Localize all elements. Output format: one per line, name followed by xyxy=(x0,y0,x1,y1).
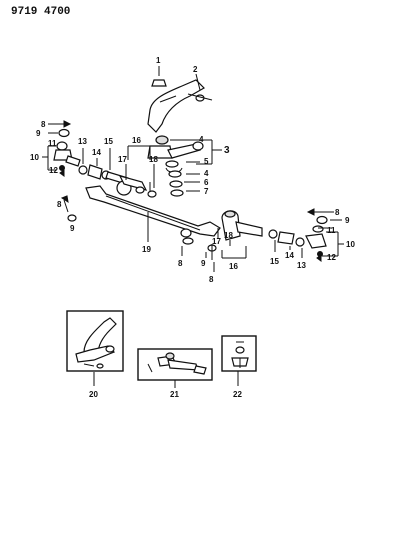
callout-15-left: 15 xyxy=(104,137,113,146)
callout-4b: 4 xyxy=(204,169,209,178)
callout-labels: 1 2 4 3 5 4 6 7 8 9 10 11 12 13 14 15 16… xyxy=(30,56,355,399)
callout-9-right: 9 xyxy=(345,216,350,225)
callout-17-right: 17 xyxy=(212,237,221,246)
callout-8-mid: 8 xyxy=(57,200,62,209)
callout-18-right: 18 xyxy=(224,231,233,240)
castle-nut-center xyxy=(180,228,194,245)
callout-8-bottom: 8 xyxy=(178,259,183,268)
callout-18-left: 18 xyxy=(149,155,158,164)
tie-rod-end-center-right xyxy=(207,210,263,260)
callout-11-right: 11 xyxy=(327,226,336,235)
callout-3: 3 xyxy=(224,145,230,156)
callout-8-left: 8 xyxy=(41,120,46,129)
callout-8-center: 8 xyxy=(209,275,214,284)
callout-16-right: 16 xyxy=(229,262,238,271)
callout-12-left: 12 xyxy=(49,166,58,175)
callout-6: 6 xyxy=(204,178,209,187)
idler-arm-washers xyxy=(168,170,184,197)
cotter-pin-left-top xyxy=(54,120,72,128)
callout-7: 7 xyxy=(204,187,209,196)
callout-8-right: 8 xyxy=(335,208,340,217)
callout-12-right: 12 xyxy=(327,253,336,262)
callout-5: 5 xyxy=(204,157,209,166)
inset-box-21 xyxy=(137,348,213,381)
nut-part xyxy=(151,79,167,87)
callout-1: 1 xyxy=(156,56,161,65)
tie-rod-left-sleeve xyxy=(78,164,111,180)
castle-nut-left xyxy=(58,128,70,138)
leader-lines xyxy=(42,66,344,388)
tie-rod-end-right xyxy=(305,225,327,257)
callout-14-right: 14 xyxy=(285,251,294,260)
callout-14-left: 14 xyxy=(92,148,101,157)
idler-bracket xyxy=(147,79,213,133)
idler-arm xyxy=(147,135,204,173)
tie-rod-right-sleeve xyxy=(268,229,305,247)
callout-22: 22 xyxy=(233,390,242,399)
callout-2: 2 xyxy=(193,65,198,74)
callout-13-left: 13 xyxy=(78,137,87,146)
callout-11-left: 11 xyxy=(48,139,57,148)
callout-17-left: 17 xyxy=(118,155,127,164)
callout-16-left: 16 xyxy=(132,136,141,145)
callout-13-right: 13 xyxy=(297,261,306,270)
arrow-markers xyxy=(59,169,322,262)
inset-box-20 xyxy=(66,310,124,372)
center-link xyxy=(85,185,221,237)
tie-rod-left-inner xyxy=(105,171,157,198)
callout-10-left: 10 xyxy=(30,153,39,162)
callout-10-right: 10 xyxy=(346,240,355,249)
callout-9-bottom: 9 xyxy=(201,259,206,268)
diagram-code: 9719 4700 xyxy=(11,6,71,18)
callout-21: 21 xyxy=(170,390,179,399)
cotter-pin-center xyxy=(60,195,77,222)
inset-box-22 xyxy=(221,335,257,372)
tie-rod-end-left xyxy=(53,141,81,171)
callout-9-left: 9 xyxy=(36,129,41,138)
callout-19: 19 xyxy=(142,245,151,254)
callout-15-right: 15 xyxy=(270,257,279,266)
callout-4a: 4 xyxy=(199,135,204,144)
callout-20: 20 xyxy=(89,390,98,399)
cotter-pin-right xyxy=(306,208,328,225)
callout-9-mid: 9 xyxy=(70,224,75,233)
